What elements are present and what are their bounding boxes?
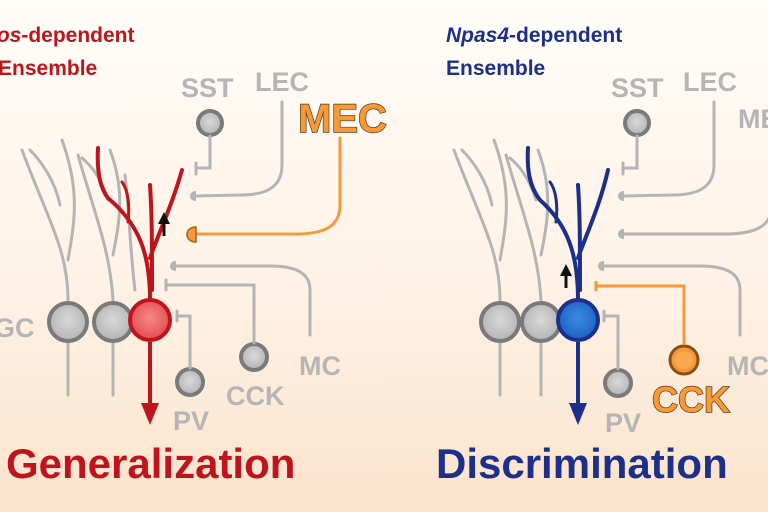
right-output-arrow (569, 403, 587, 425)
right-panel: Npas4-dependent Ensemble (436, 24, 768, 487)
left-lec-label: LEC (255, 67, 309, 97)
right-outcome: Discrimination (436, 440, 728, 487)
left-cck-label: CCK (226, 381, 285, 411)
left-red-soma (128, 298, 172, 342)
left-mec-terminal (186, 226, 197, 243)
right-cck-label: CCK (652, 379, 730, 420)
left-mc-fiber (174, 264, 312, 337)
left-outcome: Generalization (6, 440, 295, 487)
left-gc-dendrites (20, 138, 137, 397)
left-panel-title-line1: Fos-dependent (0, 24, 135, 47)
left-mec-label: MEC (298, 97, 387, 141)
right-mec-terminal (618, 229, 624, 239)
right-gc-soma-1 (479, 301, 521, 343)
left-mc-label: MC (299, 351, 341, 381)
right-sst-label: SST (611, 73, 664, 103)
left-output-arrow (141, 403, 159, 425)
right-mc-label: MC (727, 351, 768, 381)
left-panel: Fos-dependent Ensemble (0, 24, 388, 487)
right-lec-terminal (618, 191, 624, 201)
left-gc-soma-1 (47, 301, 89, 343)
left-gc-label: GC (0, 313, 35, 343)
left-mc-terminal (170, 261, 176, 271)
right-mec-label: MEC (738, 104, 768, 134)
left-lec-terminal (190, 191, 196, 201)
right-mec-fiber (622, 216, 768, 236)
right-mc-terminal (598, 261, 604, 271)
right-up-arrow (560, 264, 572, 288)
right-panel-title-line2: Ensemble (446, 57, 545, 80)
left-panel-title-line2: Ensemble (0, 57, 97, 80)
right-lec-fiber (622, 100, 716, 198)
left-lec-fiber (194, 100, 284, 198)
left-pv-label: PV (173, 406, 209, 436)
left-cck-neuron (164, 278, 269, 372)
left-up-arrow (158, 212, 170, 236)
right-mc-fiber (602, 264, 742, 337)
right-pv-neuron (602, 309, 633, 398)
left-sst-label: SST (181, 73, 234, 103)
left-sst-neuron (194, 109, 224, 176)
left-pv-neuron (175, 309, 205, 397)
left-gc-soma-2 (92, 301, 134, 343)
right-gc-soma-2 (520, 301, 562, 343)
right-pv-label: PV (605, 408, 641, 438)
right-lec-label: LEC (683, 67, 737, 97)
right-blue-soma (556, 298, 600, 342)
right-cck-neuron[interactable] (594, 281, 700, 376)
right-gc-dendrites (452, 138, 550, 397)
right-panel-title-line1: Npas4-dependent (446, 24, 622, 47)
right-blue-dendrites (525, 146, 610, 302)
left-mec-fiber[interactable] (194, 136, 342, 236)
right-sst-neuron (621, 109, 651, 176)
